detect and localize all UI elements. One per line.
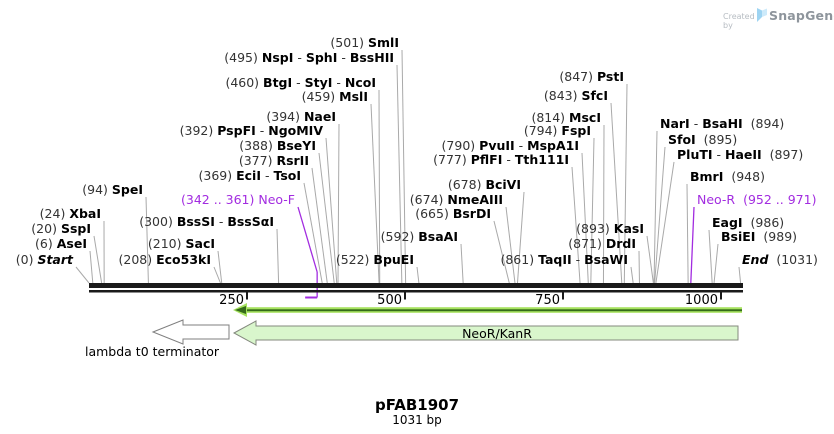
site-label-BpuEI[interactable]: (522) BpuEI [335,252,414,267]
site-label-NspI-SphI-BssHII[interactable]: (495) NspI - SphI - BssHII [224,50,394,65]
callout-line [460,243,464,284]
callout-line [590,137,595,284]
callout-line [738,266,742,284]
site-label-SmlI[interactable]: (501) SmlI [330,35,399,50]
site-label-SfcI[interactable]: (843) SfcI [543,88,608,103]
site-label-KasI[interactable]: (893) KasI [576,221,644,236]
site-label-Eco53kI[interactable]: (208) Eco53kI [118,252,211,267]
callout-line [646,235,654,284]
site-label-RsrII[interactable]: (377) RsrII [238,153,309,168]
callout-line [303,182,323,284]
site-label-BseYI[interactable]: (388) BseYI [239,138,316,153]
callout-line [217,250,223,284]
site-label-EciI-TsoI[interactable]: (369) EciI - TsoI [198,168,301,183]
callout-line [505,206,516,284]
site-label-BsaAI[interactable]: (592) BsaAI [380,229,458,244]
callout-line [318,152,335,284]
cds-label[interactable]: NeoR/KanR [462,326,532,341]
created-by-text: Created by [723,12,755,30]
callout-line [655,161,675,284]
callout-lines-layer [75,49,742,299]
snapgene-logo-icon [757,8,767,22]
site-label-PflFI-Tth111I[interactable]: (777) PflFI - Tth111I [433,152,569,167]
site-label-End[interactable]: End (1031) [742,252,818,267]
site-label-PspFI-NgoMIV[interactable]: (392) PspFI - NgoMIV [179,123,323,138]
callout-line [708,229,713,284]
callout-line [713,243,719,284]
callout-line [516,191,525,284]
callout-line [416,266,420,284]
callout-line [630,266,634,284]
site-label-BsiEI[interactable]: BsiEI (989) [721,229,798,244]
site-label-NmeAIII[interactable]: (674) NmeAIII [409,192,503,207]
ruler-tick-label: 500 [377,293,402,308]
callout-line [396,64,403,284]
callout-line [493,220,510,284]
sequence-backbone-ruler-line [89,290,743,293]
plasmid-name: pFAB1907 [374,396,460,414]
callout-line [213,266,221,284]
callout-line [610,102,623,284]
callout-line [690,206,695,287]
callout-line [89,250,94,284]
site-label-SfoI[interactable]: SfoI (895) [668,132,738,147]
site-label-PstI[interactable]: (847) PstI [559,69,624,84]
callout-line [581,152,589,284]
site-label-TaqII-BsaWI[interactable]: (861) TaqII - BsaWI [500,252,628,267]
callout-line [654,146,666,284]
site-label-SspI[interactable]: (20) SspI [31,221,91,236]
callout-line [370,103,380,284]
site-label-NaeI[interactable]: (394) NaeI [266,109,336,124]
ruler-tick-label: 250 [219,293,244,308]
cds-direction-arrow[interactable] [233,303,742,317]
site-label-FspI[interactable]: (794) FspI [523,123,591,138]
callout-line [325,137,338,284]
site-label-MslI[interactable]: (459) MslI [301,89,368,104]
site-label-PvuII-MspA1I[interactable]: (790) PvuII - MspA1I [441,138,579,153]
primer-label-Neo-F[interactable]: (342 .. 361) Neo-F [181,192,295,207]
site-label-SpeI[interactable]: (94) SpeI [82,182,143,197]
callout-line [297,206,318,273]
site-label-BciVI[interactable]: (678) BciVI [447,177,521,192]
ruler-ticks-layer [246,291,722,300]
callout-line [311,167,328,284]
callout-line [686,183,689,284]
callout-line [623,83,628,284]
site-label-XbaI[interactable]: (24) XbaI [39,206,101,221]
ruler-tick-label: 1000 [684,293,718,308]
plasmid-length: 1031 bp [392,413,442,427]
callout-line [571,166,581,284]
snapgene-brand-name: SnapGene [769,8,834,23]
ruler-tick-label: 750 [535,293,560,308]
site-label-BsrDI[interactable]: (665) BsrDI [415,206,491,221]
callout-line [653,130,658,284]
callout-line [75,266,90,284]
callout-line [93,235,103,284]
site-label-BtgI-StyI-NcoI[interactable]: (460) BtgI - StyI - NcoI [225,75,376,90]
site-label-MscI[interactable]: (814) MscI [531,110,601,125]
site-label-NarI-BsaHI[interactable]: NarI - BsaHI (894) [660,116,785,131]
callout-line [337,123,340,284]
callout-line [401,49,407,284]
callout-line [145,196,149,284]
site-label-AseI[interactable]: (6) AseI [35,236,87,251]
site-label-PluTI-HaeII[interactable]: PluTI - HaeII (897) [677,147,804,162]
site-label-DrdI[interactable]: (871) DrdI [568,236,636,251]
callout-line [276,228,280,284]
sequence-backbone[interactable] [89,283,743,288]
primer-label-Neo-R[interactable]: Neo-R (952 .. 971) [697,192,817,207]
site-label-Start[interactable]: (0) Start [15,252,73,267]
callout-line [378,89,381,284]
site-label-BmrI[interactable]: BmrI (948) [690,169,765,184]
terminator-label[interactable]: lambda t0 terminator [85,344,220,359]
site-label-EagI[interactable]: EagI (986) [712,215,785,230]
cds-neor-kanr-arrow[interactable] [232,320,739,346]
site-label-BssSI-BssSαI[interactable]: (300) BssSI - BssSαI [139,214,274,229]
site-label-SacI[interactable]: (210) SacI [147,236,215,251]
callout-line [602,124,605,284]
terminator-arrow[interactable] [151,319,230,345]
